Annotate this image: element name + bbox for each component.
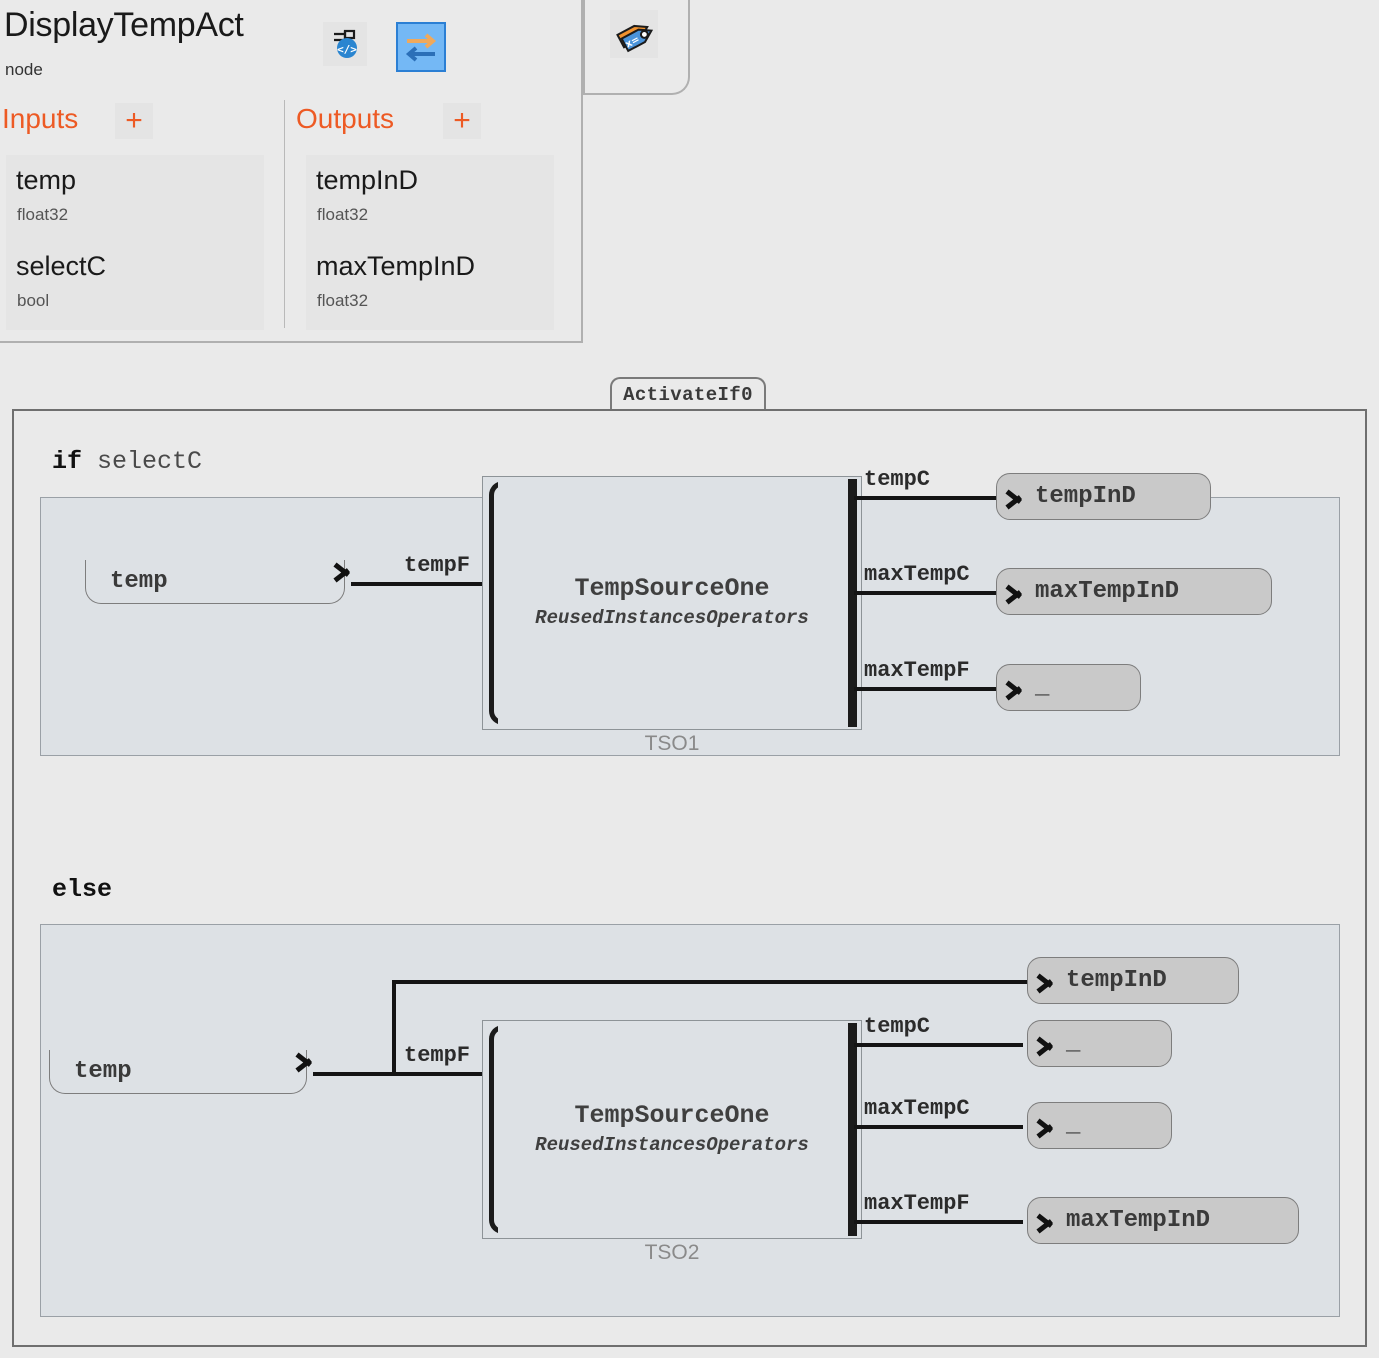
operator-name: TempSourceOne <box>574 1101 770 1130</box>
output-terminal-label: _ <box>1066 1030 1081 1057</box>
diagram-frame: if selectC temp tempF TempSourceOne Reus… <box>12 409 1367 1347</box>
wire-tempC <box>854 1043 1023 1047</box>
io-column-divider <box>284 100 285 328</box>
code-node-icon[interactable]: </> <box>323 22 367 66</box>
else-keyword: else <box>52 875 113 904</box>
output-name-1[interactable]: maxTempInD <box>316 251 476 281</box>
op-left-bracket-icon <box>489 481 503 725</box>
input-name-1[interactable]: selectC <box>16 251 107 281</box>
output-terminal-tempInD[interactable]: tempInD <box>996 473 1211 520</box>
node-kind-label: node <box>5 60 43 79</box>
wire-maxTempF <box>854 687 999 691</box>
wire-temp-to-tempF <box>351 582 482 586</box>
else-branch-header: else <box>52 875 112 904</box>
if-condition: selectC <box>97 447 203 476</box>
output-terminal-label: _ <box>1066 1112 1081 1139</box>
chevron-right-icon <box>1038 968 1058 994</box>
wire-temp-to-tempF <box>313 1072 483 1076</box>
output-terminal-label: maxTempInD <box>1035 578 1180 605</box>
operator-block-tso2[interactable]: TempSourceOne ReusedInstancesOperators <box>482 1020 862 1239</box>
output-terminal-unconnected-2[interactable]: _ <box>1027 1020 1172 1067</box>
else-branch-body: temp tempF tempInD TempSourceOne ReusedI… <box>40 924 1340 1317</box>
chevron-right-icon <box>335 557 355 583</box>
output-terminal-maxTempInD[interactable]: maxTempInD <box>996 568 1272 615</box>
op-right-bar-icon <box>848 1023 857 1236</box>
pin-label-tempC: tempC <box>864 467 931 492</box>
chevron-right-icon <box>1007 484 1027 510</box>
chevron-right-icon <box>1038 1113 1058 1139</box>
pin-label-tempF: tempF <box>404 553 471 578</box>
operator-instance-name: TSO2 <box>644 1241 700 1264</box>
swap-io-icon[interactable] <box>396 22 446 72</box>
tag-tab-panel[interactable]: x= <box>583 0 690 95</box>
pin-label-tempF: tempF <box>404 1043 471 1068</box>
chevron-right-icon <box>1038 1031 1058 1057</box>
node-signature-panel: DisplayTempAct node </> <box>0 0 583 343</box>
output-terminal-maxTempInD[interactable]: maxTempInD <box>1027 1197 1299 1244</box>
inputs-heading: Inputs <box>2 103 79 134</box>
operator-package: ReusedInstancesOperators <box>535 607 809 629</box>
tag-icon[interactable]: x= <box>610 10 658 58</box>
operator-instance-name: TSO1 <box>644 732 700 755</box>
if-branch-header: if selectC <box>52 447 202 476</box>
output-terminal-label: tempInD <box>1066 967 1167 994</box>
svg-text:</>: </> <box>337 43 357 56</box>
outputs-list: tempInD float32 maxTempInD float32 <box>306 155 554 330</box>
output-terminal-label: maxTempInD <box>1066 1207 1211 1234</box>
pin-label-tempC: tempC <box>864 1014 931 1039</box>
input-type-1: bool <box>17 291 50 310</box>
op-left-bracket-icon <box>489 1025 503 1234</box>
wire-maxTempC <box>854 1125 1023 1129</box>
pin-label-maxTempC: maxTempC <box>864 1096 970 1121</box>
output-terminal-unconnected-3[interactable]: _ <box>1027 1102 1172 1149</box>
chevron-right-icon <box>1007 579 1027 605</box>
pin-label-maxTempC: maxTempC <box>864 562 970 587</box>
operator-block-tso1[interactable]: TempSourceOne ReusedInstancesOperators <box>482 476 862 730</box>
wire-passthrough-to-tempInD <box>392 980 1030 984</box>
wire-tempC <box>854 496 999 500</box>
operator-name: TempSourceOne <box>574 574 770 603</box>
chevron-right-icon <box>297 1047 317 1073</box>
add-input-button[interactable]: + <box>115 103 153 139</box>
pin-label-maxTempF: maxTempF <box>864 658 970 683</box>
output-name-0[interactable]: tempInD <box>316 165 419 195</box>
output-terminal-label: _ <box>1035 674 1050 701</box>
output-terminal-label: tempInD <box>1035 483 1136 510</box>
diagram-tab-activateif0[interactable]: ActivateIf0 <box>610 377 766 411</box>
input-terminal-label: temp <box>110 568 168 595</box>
wire-maxTempC <box>854 591 999 595</box>
operator-package: ReusedInstancesOperators <box>535 1134 809 1156</box>
output-type-1: float32 <box>317 291 369 310</box>
wire-maxTempF <box>854 1220 1023 1224</box>
chevron-right-icon <box>1007 675 1027 701</box>
if-branch-body: temp tempF TempSourceOne ReusedInstances… <box>40 467 1340 756</box>
wire-branch-vertical <box>392 980 396 1076</box>
if-keyword: if <box>52 447 98 476</box>
outputs-heading: Outputs <box>296 103 395 134</box>
inputs-list: temp float32 selectC bool <box>6 155 264 330</box>
page-title: DisplayTempAct <box>4 6 244 44</box>
chevron-right-icon <box>1038 1208 1058 1234</box>
input-terminal-label: temp <box>74 1058 132 1085</box>
input-terminal-temp-if[interactable]: temp <box>85 560 345 604</box>
op-right-bar-icon <box>848 479 857 727</box>
input-type-0: float32 <box>17 205 69 224</box>
pin-label-maxTempF: maxTempF <box>864 1191 970 1216</box>
output-type-0: float32 <box>317 205 369 224</box>
input-terminal-temp-else[interactable]: temp <box>49 1050 307 1094</box>
output-terminal-unconnected-1[interactable]: _ <box>996 664 1141 711</box>
add-output-button[interactable]: + <box>443 103 481 139</box>
input-name-0[interactable]: temp <box>16 165 77 195</box>
diagram-tab-label: ActivateIf0 <box>623 384 753 406</box>
output-terminal-tempInD-passthrough[interactable]: tempInD <box>1027 957 1239 1004</box>
